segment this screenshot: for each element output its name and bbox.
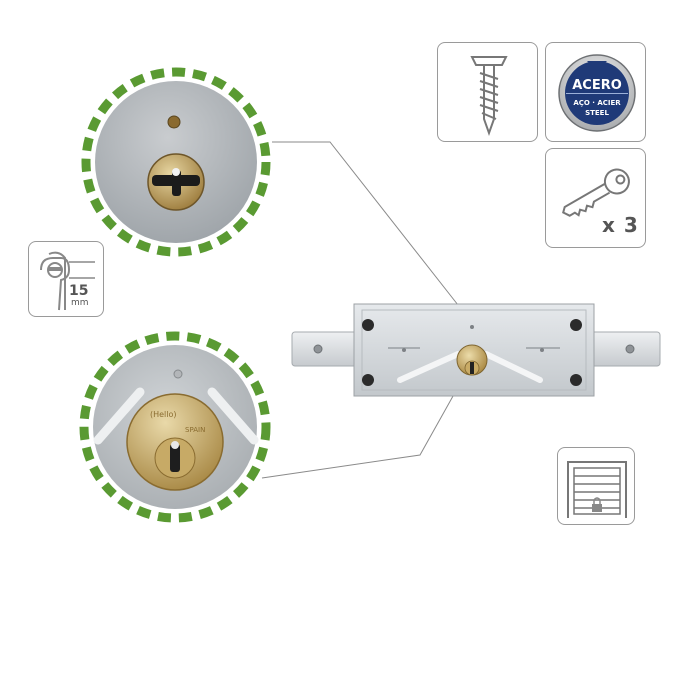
screw-icon [470,56,508,136]
cylinder-size-unit: mm [71,298,89,308]
cylinder-size-badge: 15 mm [28,241,104,317]
key-icon [562,168,630,217]
steel-badge-bottom: STEEL [585,109,609,117]
cylinder-brand-text: (Hello) [150,410,177,419]
garage-door-icon [567,461,627,518]
garage-lock-product [290,300,662,400]
keys-quantity-badge: x 3 [545,148,646,248]
steel-seal-icon: ACERO AÇO · ACIER STEEL [558,54,636,132]
cylinder-profile-icon [40,251,95,311]
leader-line-bottom [261,379,463,479]
leader-line-top [272,141,459,306]
steel-badge-top: ACERO [572,78,622,93]
steel-material-badge: ACERO AÇO · ACIER STEEL [545,42,646,142]
screw-badge [437,42,538,142]
cylinder-origin-text: SPAIN [185,426,206,434]
garage-door-badge [557,447,635,525]
steel-badge-middle: AÇO · ACIER [573,99,621,107]
detail-circle-keyhole [80,66,272,258]
cylinder-size-value: 15 [69,283,89,299]
keys-quantity-text: x 3 [602,213,639,237]
detail-circle-cylinder: (Hello) SPAIN [78,330,272,524]
